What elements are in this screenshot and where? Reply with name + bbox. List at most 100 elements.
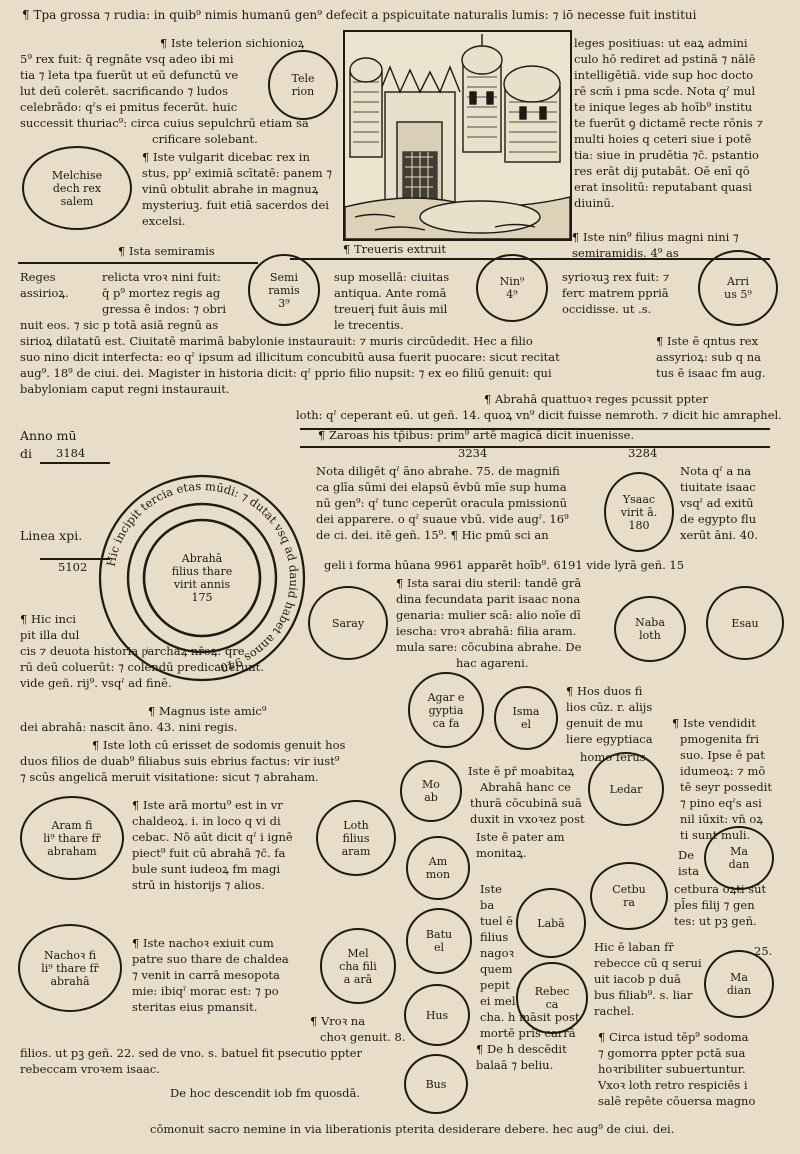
nin-note: ¶ Iste nin⁹ filius magni nini ⁊ [572, 230, 739, 244]
circle-bus: Bus [404, 1054, 468, 1114]
lot-sod-2: duos filios de duab⁹ filiabus suis ebriu… [20, 754, 340, 768]
anno-mundi-value: 3184 [56, 446, 86, 460]
telerion-line-5: successit thuriac⁹: circa cuius sepulchr… [20, 116, 309, 130]
circle-loth: Loth filius aram [316, 800, 396, 876]
circa-line-2: ⁊ gomorra ppter pctā sua [598, 1046, 746, 1060]
bottom-line: cōmonuit sacro nemine in via liberationi… [150, 1122, 675, 1136]
balaa-line-1: ¶ De h descēdit [476, 1042, 567, 1056]
melch-line-5: excelsi. [142, 214, 186, 228]
circle-ledar: Ledar [588, 752, 664, 826]
body-line-2: sirioꝝ dilatatū est. Ciuitatē marimā bab… [20, 334, 533, 348]
sarai-line-1: ¶ Ista sarai diu steril: tandē grā [396, 576, 582, 590]
circle-melcha: Mel cha fili a arā [320, 928, 396, 1004]
reges-label: Reges [20, 270, 56, 284]
circle-esau: Esau [706, 586, 784, 660]
sarai-line-6: hac agareni. [456, 656, 529, 670]
nachor-line-1: ¶ Iste nachoꝛ exiuit cum [132, 936, 274, 950]
circle-nachor: Nachoꝛ fi li⁹ thare fr̄ abrahā [18, 924, 122, 1012]
aram-line-1: ¶ Iste arā mortu⁹ est in vr [132, 798, 283, 812]
hic-inci-3: cis ⁊ deuota historia pͥarchaꝝ nr̄oꝝ: qr… [20, 644, 245, 658]
esau-line-1: ¶ Iste vendidit [672, 716, 756, 730]
nota-isaac-2: tiuitate isaac [680, 480, 756, 494]
batuel-7: pepit [480, 978, 510, 992]
year-3234: 3234 [458, 446, 488, 460]
arrius-note-1: ¶ Iste ē qntus rex [656, 334, 759, 348]
esau-line-4: idumeoꝝ: ⁊ mō [680, 764, 766, 778]
esau-line-5: tē seyr possedit [680, 780, 772, 794]
anno-mundi-label: Anno mū [20, 428, 77, 443]
arrius-note-3: tus ē isaac fm aug. [656, 366, 766, 380]
circle-agar: Agar e gyptia ca fa [408, 672, 484, 748]
right-col-line-3: intelligētiā. vide sup hoc docto [574, 68, 754, 82]
year-3284: 3284 [628, 446, 658, 460]
telerion-line-3: lut deū colerēt. sacrificando ⁊ ludos [20, 84, 229, 98]
nota-isaac-5: xerūt āni. 40. [680, 528, 759, 542]
treueris-line-2: antiqua. Ante romā [334, 286, 447, 300]
esau-line-7: nil iūxit: vn̄ oꝝ [680, 812, 763, 826]
melch-line-3: vinū obtulit abrahe in magnuꝝ [142, 182, 319, 196]
circle-cetbura: Cetbu ra [590, 862, 668, 930]
third-age-ring: Hic incipit tercia etas mūdi: ⁊ dutat vs… [96, 472, 308, 684]
circle-ismael: Isma el [494, 686, 558, 750]
circle-telerion: Tele rion [268, 50, 338, 120]
treueris-line-1: sup mosellā: ciuitas [334, 270, 450, 284]
batuel-3: tuel ē [480, 914, 513, 928]
circle-arrius: Arri us 5⁹ [698, 250, 778, 326]
hic-inci-4: rū deū coluerūt: ⁊ colendū predicauerunt… [20, 660, 264, 674]
circle-hus: Hus [404, 984, 470, 1046]
melch-line-4: mysteriuꝫ. fuit etiā sacerdos dei [142, 198, 329, 212]
dei-abraham-line: dei abrahā: nascit āno. 43. nini regis. [20, 720, 238, 734]
telerion-line-4: celebrādo: qˀs ei pmitus fecerūt. huic [20, 100, 238, 114]
ammon-line-1: Iste ē pater am [476, 830, 565, 844]
right-col-line-5: te inique leges ab hoīb⁹ institu [574, 100, 753, 114]
circle-moab: Mo ab [400, 760, 462, 822]
rebecca-line: rebeccam vroꝛem isaac. [20, 1062, 160, 1076]
treueris-line-3: treuerį fuit āuis mil [334, 302, 448, 316]
abraha-banc: Abrahā hanc ce [480, 780, 571, 794]
filios-line: filios. ut pꝫ geñ. 22. sed de vno. s. ba… [20, 1046, 363, 1060]
hic-inci-2: pit illa dul [20, 628, 80, 642]
rule-line [40, 558, 110, 560]
nachor-line-2: patre suo thare de chaldea [132, 952, 289, 966]
arrius-note-2: assyrioꝝ: sub q na [656, 350, 762, 364]
duos-fi-2: lios cūz. r. alijs [566, 700, 653, 714]
assiriorum-label: assirioꝝ. [20, 286, 69, 300]
duos-fi-3: genuit de mu [566, 716, 644, 730]
rule-line [300, 446, 770, 448]
circle-batuel: Batu el [406, 908, 472, 974]
batuel-4: filius [480, 930, 509, 944]
telerion-line-1: 5⁹ rex fuit: q̄ regnāte vsq adeo ibi mi [20, 52, 234, 66]
uroz-nachor-1: ¶ Vroꝛ na [310, 1014, 366, 1028]
nachor-line-3: ⁊ venit in carrā mesopota [132, 968, 280, 982]
sarai-line-5: mula sare: cōcubina abrahe. De [396, 640, 582, 654]
semir-line-2: q̄ p⁹ mortez regis ag [102, 286, 221, 300]
nota-line-2: ca glīa sūmi dei elapsū ēvbū mīe sup hum… [316, 480, 567, 494]
circle-laban: Labā [516, 888, 586, 958]
aram-line-3: cebaꞇ. Nō aūt dicit qˀ i ignē [132, 830, 293, 844]
thura-line-1: thurā cōcubinā suā [470, 796, 582, 810]
de-ista-4: pl̄es filij ⁊ gen [674, 898, 755, 912]
moab-text: Iste ē pr̄ moabitaꝝ [468, 764, 575, 778]
lot-sod-3: ⁊ scūs angelicā meruit visitatione: sicu… [20, 770, 319, 784]
body-line-3: suo nino dicit interfecta: eo qˀ ipsum a… [20, 350, 560, 364]
third-age-ring-svg: Hic incipit tercia etas mūdi: ⁊ dutat vs… [98, 474, 306, 682]
circa-line-1: ¶ Circa istud tēp⁹ sodoma [598, 1030, 749, 1044]
de-ista-2: ista [678, 864, 700, 878]
circle-ninus: Nin⁹ 4⁹ [476, 254, 548, 322]
ninus-line-3: occidisse. ut .s. [562, 302, 652, 316]
city-woodcut-drawing [345, 34, 570, 239]
hic-inci-1: ¶ Hic inci [20, 612, 76, 626]
circle-madian: Ma dian [704, 950, 774, 1018]
circa-line-5: salē repēte cōuersa magno [598, 1094, 756, 1108]
duos-fi-4: liere egyptiaca [566, 732, 653, 746]
laban-line-5: rachel. [594, 1004, 635, 1018]
circle-melchisedech: Melchise dech rex salem [22, 146, 132, 230]
thura-line-2: duxit in vxoꝛez post [470, 812, 585, 826]
right-col-line-4: rē scm̄ i pma scḋe. Nota qˀ mul [574, 84, 756, 98]
semir-line-3: gressa ē indos: ⁊ obri [102, 302, 227, 316]
right-col-line-11: diuinū. [574, 196, 615, 210]
right-col-line-2: culo hō rediret ad pstinā ⁊ nālē [574, 52, 756, 66]
right-col-line-6: te fuerūt ꝯ dictamē recte rōnis ⁊ [574, 116, 763, 130]
job-line: De hoc descendit iob fm quosdā. [170, 1086, 361, 1100]
